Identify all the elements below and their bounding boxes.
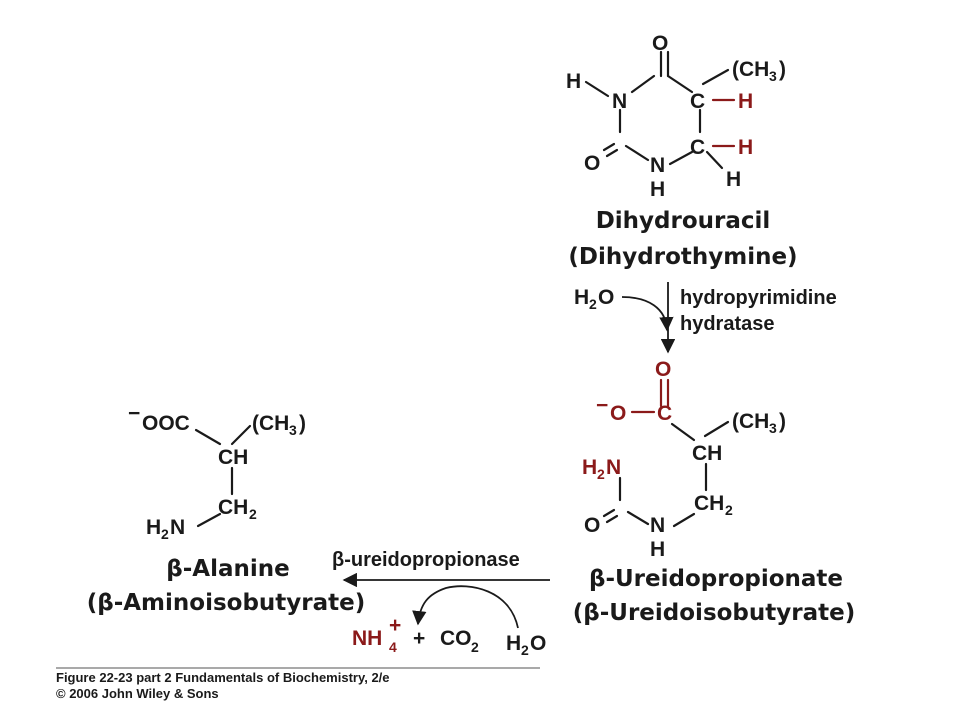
bond-c6-n1 [668, 150, 694, 166]
atom2-h2n-n: N [606, 456, 621, 479]
bond-h-n3 [584, 80, 610, 98]
bond-ch2-n [672, 512, 696, 528]
bond-c-ch [670, 422, 696, 442]
atom3-ch2-sub: 2 [249, 506, 257, 522]
step1-h2o-o: O [598, 286, 614, 309]
bond-n3-c4 [630, 74, 656, 94]
atom3-h2n-n: N [170, 516, 185, 539]
atom2-ch3-close: ) [779, 410, 786, 433]
product-co2-sub: 2 [471, 639, 479, 655]
atom-carboxyl-c: C [657, 402, 672, 425]
atom-o2: O [584, 152, 600, 175]
product-co2: CO [440, 627, 472, 650]
product-nh4-charge: + [389, 614, 401, 637]
step1-water-arrow [621, 296, 674, 332]
bond-c5-ch3 [701, 68, 730, 86]
bond-c2-o-b [605, 148, 619, 158]
atom-ch3-close: ) [779, 58, 786, 81]
product-nh4: NH [352, 627, 382, 650]
alanine-name: β-Alanine [166, 556, 289, 582]
bond-c4-c5 [666, 74, 694, 94]
bond-c6-h2 [705, 150, 724, 170]
atom-h-n3: H [566, 70, 581, 93]
atom-h5: H [738, 90, 753, 113]
atom-o4: O [652, 32, 668, 55]
bond-ch-ch3 [703, 420, 730, 438]
atom-h-n1: H [650, 178, 665, 201]
product-nh4-sub: 4 [389, 639, 397, 655]
dihydrouracil-name: Dihydrouracil [596, 208, 771, 234]
atom-ch3-open: (CH [732, 58, 769, 81]
atom2-ch2: CH [694, 492, 724, 515]
bond-n-c [626, 510, 650, 526]
atom-h6: H [738, 136, 753, 159]
ureidopropionate-name: β-Ureidopropionate [589, 566, 843, 592]
bond-c2-o-a [602, 142, 616, 152]
caption-line1: Figure 22-23 part 2 Fundamentals of Bioc… [56, 670, 390, 685]
atom-carboxyl-o-minus: O [610, 402, 626, 425]
atom2-h2n-h: H [582, 456, 597, 479]
atom3-ch2: CH [218, 496, 248, 519]
step1-enzyme-line2: hydratase [680, 313, 775, 335]
bond-ooc-ch [194, 428, 222, 446]
atom-c6: C [690, 136, 705, 159]
atom3-ch3-sub: 3 [289, 422, 297, 438]
atom2-ch: CH [692, 442, 722, 465]
step2-h2o-sub: 2 [521, 642, 529, 658]
step2-products: NH 4 + + CO 2 H 2 O [352, 614, 546, 658]
atom2-ch3-sub: 3 [769, 420, 777, 436]
alanine-structure: − OOC (CH 3 ) CH CH 2 H 2 N [128, 402, 306, 542]
product-plus: + [413, 627, 425, 650]
atom2-h2n-sub: 2 [597, 466, 605, 482]
ureidopropionate-alt-name: (β-Ureidoisobutyrate) [573, 600, 855, 626]
atom2-n-h: H [650, 538, 665, 561]
atom2-n: N [650, 514, 665, 537]
atom-n3: N [612, 90, 627, 113]
atom3-minus: − [128, 402, 140, 425]
dihydrouracil-structure: O H N C H (CH 3 ) C H H N H O [566, 32, 786, 201]
atom-h6b: H [726, 168, 741, 191]
step2-h2o-h: H [506, 632, 521, 655]
step1-h2o-h: H [574, 286, 589, 309]
atom3-ch3-close: ) [299, 412, 306, 435]
atom-n1: N [650, 154, 665, 177]
bond-c-o2-b [605, 514, 619, 524]
atom2-ch3-open: (CH [732, 410, 769, 433]
bond-c-o2-a [602, 508, 616, 518]
atom-c5: C [690, 90, 705, 113]
bond-c2-n1 [624, 144, 650, 162]
caption-line2: © 2006 John Wiley & Sons [56, 686, 219, 701]
bond-ch-ch3-a [230, 424, 252, 446]
atom-carboxyl-o: O [655, 358, 671, 381]
atom3-ooc: OOC [142, 412, 190, 435]
atom2-o: O [584, 514, 600, 537]
bond-ch2-n-a [196, 512, 222, 528]
step1-water: H 2 O [574, 286, 614, 312]
step1-h2o-sub: 2 [589, 296, 597, 312]
alanine-alt-name: (β-Aminoisobutyrate) [87, 590, 366, 616]
atom2-ch2-sub: 2 [725, 502, 733, 518]
atom-minus: − [596, 394, 608, 417]
step2-h2o-o: O [530, 632, 546, 655]
atom3-ch: CH [218, 446, 248, 469]
step2-side-arrow [412, 585, 519, 629]
atom3-h2n-sub: 2 [161, 526, 169, 542]
atom3-h2n-h: H [146, 516, 161, 539]
ureidopropionate-structure: O − O C (CH 3 ) CH H 2 N CH 2 N H O [582, 358, 786, 561]
step1-enzyme-line1: hydropyrimidine [680, 287, 837, 309]
atom-ch3-sub: 3 [769, 68, 777, 84]
step2-enzyme: β-ureidopropionase [332, 549, 520, 571]
dihydrouracil-alt-name: (Dihydrothymine) [568, 244, 797, 270]
atom3-ch3-open: (CH [252, 412, 289, 435]
